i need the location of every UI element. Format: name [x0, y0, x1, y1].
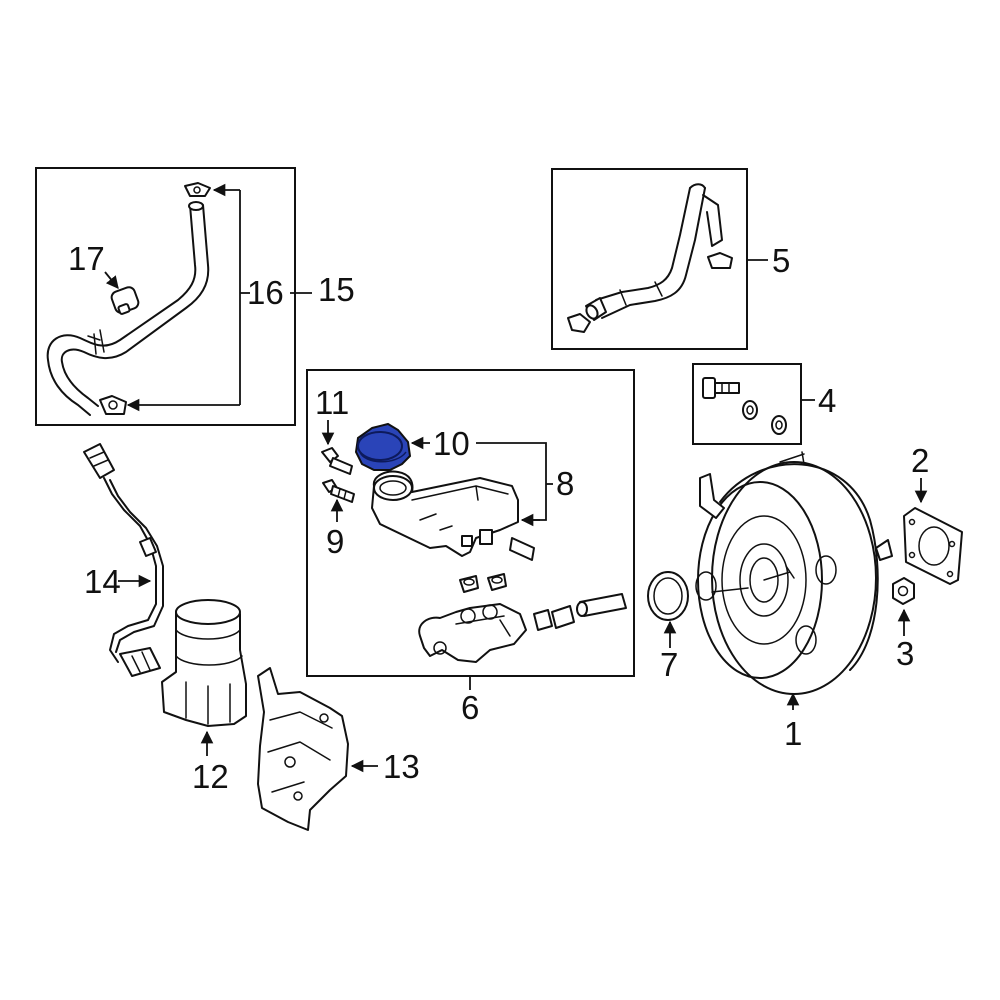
group-box-hardware-4 — [692, 363, 802, 445]
bolt-9-part[interactable] — [322, 479, 355, 503]
vacuum-hose-part[interactable] — [46, 201, 210, 416]
pump-bracket-13-part[interactable] — [257, 667, 349, 831]
check-valve-part[interactable] — [110, 286, 140, 315]
bolt-11-part[interactable] — [321, 447, 353, 475]
callout-7[interactable]: 7 — [660, 646, 678, 683]
sensor-harness-14-part[interactable] — [83, 443, 164, 677]
reservoir-cap-10-part[interactable] — [354, 422, 412, 471]
hose-clamp-bottom[interactable] — [99, 395, 127, 415]
callout-14[interactable]: 14 — [84, 563, 121, 600]
callout-13[interactable]: 13 — [383, 748, 420, 785]
washer-a[interactable] — [742, 400, 758, 420]
o-ring-7-part[interactable] — [647, 571, 689, 621]
callout-12[interactable]: 12 — [192, 758, 229, 795]
master-cylinder-part[interactable] — [418, 593, 627, 663]
callout-15[interactable]: 15 — [318, 271, 355, 308]
grommet-a[interactable] — [459, 575, 479, 593]
group-box-vacuum-hose — [35, 167, 296, 426]
callout-9[interactable]: 9 — [326, 523, 344, 560]
callout-11[interactable]: 11 — [315, 384, 349, 421]
mounting-bolt-part[interactable] — [702, 377, 740, 399]
hose-clamp-5b[interactable] — [567, 313, 591, 333]
washer-b[interactable] — [771, 415, 787, 435]
callout-10[interactable]: 10 — [433, 425, 470, 462]
callout-5[interactable]: 5 — [772, 242, 790, 279]
hose-clamp-5a[interactable] — [707, 252, 733, 269]
leader-17 — [104, 271, 119, 289]
callout-6[interactable]: 6 — [461, 689, 479, 726]
callout-16[interactable]: 16 — [247, 274, 284, 311]
brake-booster-part[interactable] — [695, 451, 893, 695]
grommet-b[interactable] — [487, 573, 507, 591]
callout-8[interactable]: 8 — [556, 465, 574, 502]
brake-fluid-reservoir-part[interactable] — [371, 470, 535, 561]
group-box-hose-5 — [551, 168, 748, 350]
callout-3[interactable]: 3 — [896, 635, 914, 672]
vacuum-pump-12-part[interactable] — [161, 599, 247, 727]
callout-4[interactable]: 4 — [818, 382, 836, 419]
hose-clamp-top[interactable] — [184, 182, 211, 197]
callout-2[interactable]: 2 — [911, 442, 929, 479]
callout-17[interactable]: 17 — [68, 240, 105, 277]
callout-1[interactable]: 1 — [784, 715, 802, 752]
gasket-2-part[interactable] — [903, 507, 963, 585]
booster-hose-part[interactable] — [584, 183, 723, 321]
nut-3-part[interactable] — [892, 577, 915, 605]
